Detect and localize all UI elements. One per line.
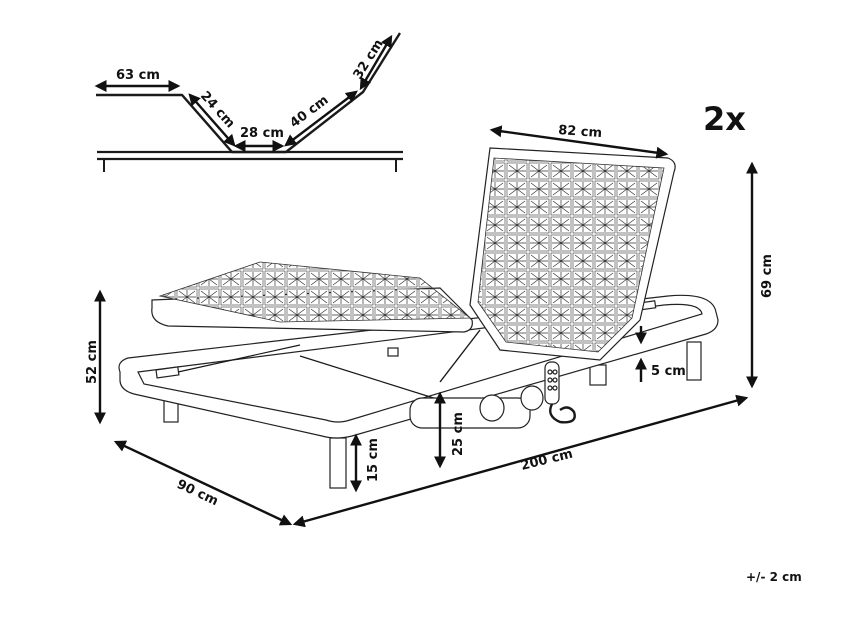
motor-housing (409, 397, 531, 429)
dim-label-length: 200 cm (519, 447, 574, 474)
dim-arrow-length (292, 394, 749, 528)
dim-label-frame-height: 52 cm (85, 340, 100, 384)
remote-button (552, 385, 558, 391)
dim-label-raised-height: 69 cm (760, 254, 775, 298)
remote-button (547, 377, 553, 383)
motor-right (520, 385, 544, 411)
dim-label-back: 40 cm (287, 93, 331, 131)
back-section-grid (477, 157, 665, 353)
motor-left (479, 394, 505, 422)
remote-body (544, 361, 560, 405)
dim-arrow-knee (188, 93, 236, 147)
rail-left (177, 344, 301, 373)
quantity-label: 2x (703, 100, 746, 138)
leg-front-right (329, 437, 347, 489)
dim-arrow-head (359, 34, 393, 91)
leg-back-mid (589, 364, 607, 386)
dim-label-backrest-width: 82 cm (558, 123, 603, 141)
crossbar-left (155, 366, 180, 379)
dim-arrow-back (284, 90, 358, 147)
dim-label-motor-clearance: 25 cm (451, 412, 466, 456)
dim-label-seat: 28 cm (240, 126, 284, 141)
remote-button (547, 385, 553, 391)
hinge (387, 347, 399, 357)
remote-button (547, 369, 553, 375)
remote-button (552, 369, 558, 375)
bed-frame-illustration (118, 147, 719, 489)
back-section-slats (387, 147, 676, 383)
remote-cord (549, 403, 576, 424)
dim-label-width: 90 cm (174, 477, 220, 509)
dim-label-foot: 63 cm (116, 68, 160, 83)
lift-arm (439, 329, 481, 383)
dim-label-thickness: 5 cm (651, 364, 686, 379)
remote-button (552, 377, 558, 383)
rail-lift-arm (299, 355, 441, 401)
adjustment-profile: 63 cm 24 cm 28 cm 40 cm 32 cm (94, 32, 403, 172)
dim-arrow-width (113, 440, 293, 526)
dim-arrow-backrest-width (489, 125, 669, 159)
foot-section-grid (158, 261, 472, 323)
dim-label-leg-height: 15 cm (366, 438, 381, 482)
tolerance-note: +/- 2 cm (746, 570, 802, 584)
foot-section-slats (151, 261, 473, 333)
leg-back-right (686, 341, 702, 381)
